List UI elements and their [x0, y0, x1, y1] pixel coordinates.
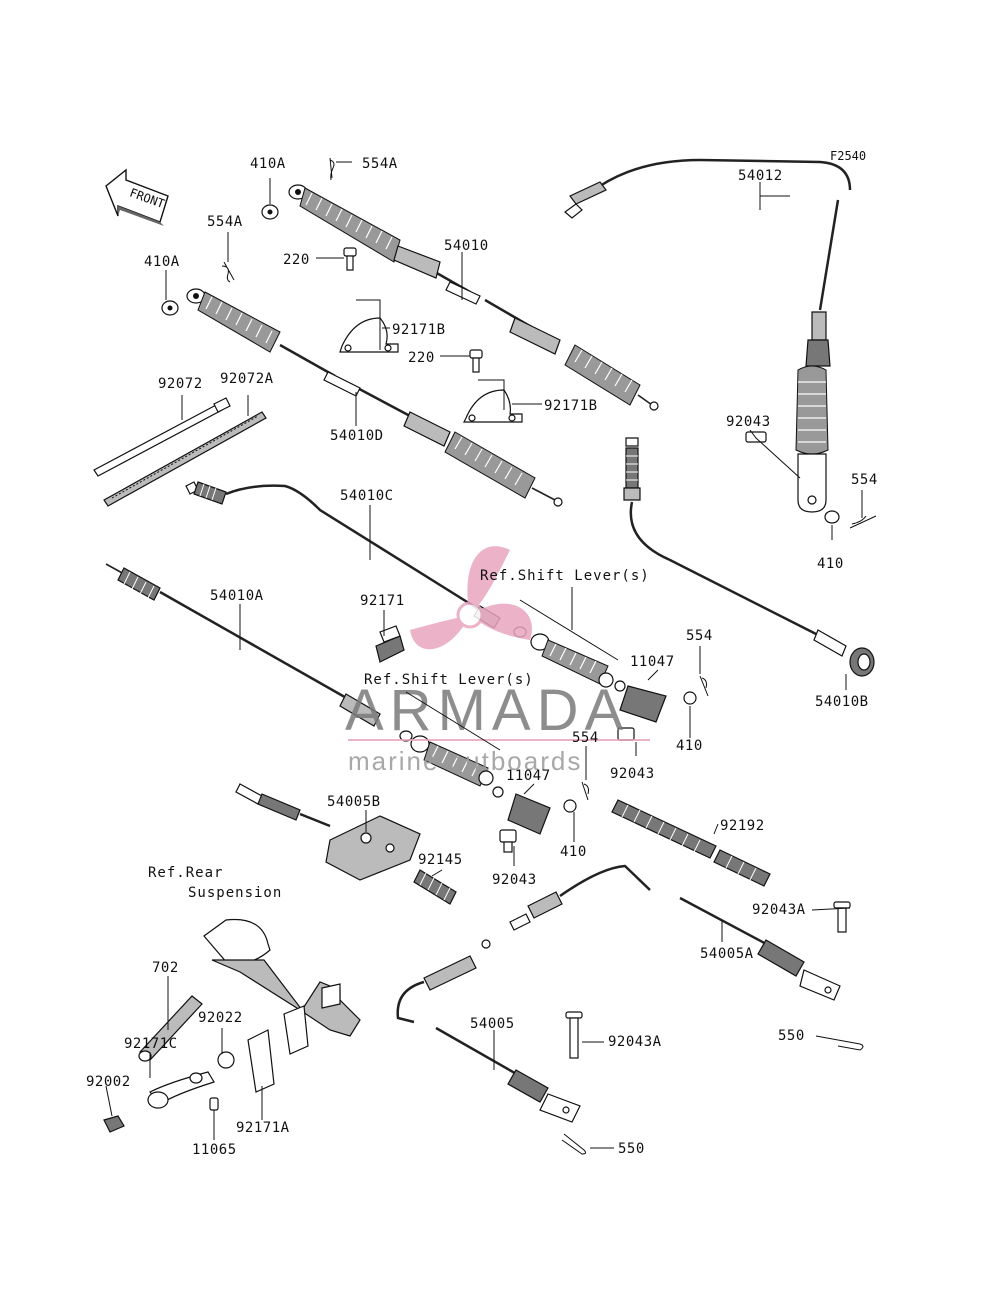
callout-92171b: 92171B	[392, 322, 446, 338]
bracket-54005b	[235, 783, 421, 881]
zip-tie-92072	[93, 397, 231, 477]
bolt-220-b	[469, 349, 483, 373]
cable-54010b	[623, 437, 875, 677]
bracket-92171b-b	[463, 389, 523, 423]
callout-554: 554	[851, 472, 878, 488]
clip-554a-left	[221, 261, 235, 283]
callout-220: 220	[283, 252, 310, 268]
callout-92043a: 92043A	[752, 902, 806, 918]
cable-54010d	[186, 288, 563, 507]
callout-554a: 554A	[362, 156, 398, 172]
callout-54005: 54005	[470, 1016, 515, 1032]
watermark-brand: ARMADA	[345, 678, 629, 743]
callout-92002: 92002	[86, 1074, 131, 1090]
rear-suspension-linkage	[203, 918, 361, 1093]
ref-shift-lever-2: Ref.Shift Lever(s)	[364, 672, 534, 688]
pin-11065	[209, 1097, 219, 1111]
sleeve-92192	[611, 799, 771, 887]
clip-92171	[375, 625, 405, 663]
zip-tie-92072a	[103, 411, 267, 507]
lever-92171c	[147, 1071, 215, 1109]
boot-54010d-right	[444, 431, 536, 499]
callout-410a: 410A	[250, 156, 286, 172]
boot-54010-right	[564, 344, 641, 406]
cable-54010a	[105, 563, 381, 727]
callout-11065: 11065	[192, 1142, 237, 1158]
callout-410: 410	[560, 844, 587, 860]
pin-92043a-a	[833, 901, 851, 933]
callout-54012: 54012	[738, 168, 783, 184]
callout-54010d: 54010D	[330, 428, 384, 444]
callout-92171b: 92171B	[544, 398, 598, 414]
callout-labels: 410A 554A 554A 410A 54010 220 92171B 220…	[86, 156, 878, 1158]
boot-54010d-left	[197, 291, 281, 353]
cable-54012	[564, 158, 852, 513]
callout-92072a: 92072A	[220, 371, 274, 387]
callout-92043: 92043	[726, 414, 771, 430]
callout-410a: 410A	[144, 254, 180, 270]
callout-554a: 554A	[207, 214, 243, 230]
callout-92043: 92043	[492, 872, 537, 888]
bolt-92002	[103, 1115, 125, 1133]
callout-410: 410	[676, 738, 703, 754]
callout-54005a: 54005A	[700, 946, 754, 962]
cable-54005a	[509, 864, 841, 1001]
callout-54010b: 54010B	[815, 694, 869, 710]
callout-702: 702	[152, 960, 179, 976]
ref-shift-lever-1: Ref.Shift Lever(s)	[480, 568, 650, 584]
washer-410a-top	[261, 204, 279, 220]
cable-54010	[288, 184, 659, 411]
callout-92171: 92171	[360, 593, 405, 609]
front-arrow-icon: FRONT	[105, 168, 169, 226]
leader-lines	[105, 161, 863, 1149]
callout-54005b: 54005B	[327, 794, 381, 810]
callout-92171a: 92171A	[236, 1120, 290, 1136]
callout-220: 220	[408, 350, 435, 366]
ref-rear-suspension-2: Suspension	[188, 885, 282, 901]
callout-554: 554	[686, 628, 713, 644]
callout-410: 410	[817, 556, 844, 572]
washer-92022	[217, 1051, 235, 1069]
callout-554: 554	[572, 730, 599, 746]
watermark-tagline: marine outboards	[348, 746, 582, 776]
cotter-550-a	[837, 1039, 864, 1051]
pipe-702	[138, 995, 203, 1062]
clip-554-r	[849, 515, 877, 529]
callout-92072: 92072	[158, 376, 203, 392]
ref-rear-suspension-1: Ref.Rear	[148, 865, 223, 881]
pin-92043-r	[745, 431, 767, 443]
spring-92145	[413, 869, 457, 905]
bracket-92171b-a	[339, 317, 399, 353]
callout-92171c: 92171C	[124, 1036, 178, 1052]
shift-lever-assembly-lower	[399, 730, 589, 853]
pin-92043a-b	[565, 1011, 583, 1059]
watermark: ARMADA marine outboards	[345, 546, 650, 776]
callout-92192: 92192	[720, 818, 765, 834]
washer-410a-left	[161, 300, 179, 316]
callout-92043a: 92043A	[608, 1034, 662, 1050]
boot-54012	[795, 365, 829, 455]
boot-54010-left	[299, 187, 401, 263]
callout-11047: 11047	[506, 768, 551, 784]
callout-92043: 92043	[610, 766, 655, 782]
cotter-550-b	[561, 1133, 587, 1155]
callout-54010a: 54010A	[210, 588, 264, 604]
figure-code: F2540	[830, 149, 866, 163]
callout-92145: 92145	[418, 852, 463, 868]
callout-550: 550	[618, 1141, 645, 1157]
cable-54005	[396, 939, 581, 1123]
washer-410-r	[824, 510, 840, 524]
callout-550: 550	[778, 1028, 805, 1044]
callout-54010: 54010	[444, 238, 489, 254]
callout-11047: 11047	[630, 654, 675, 670]
callout-92022: 92022	[198, 1010, 243, 1026]
callout-54010c: 54010C	[340, 488, 394, 504]
bolt-220-a	[343, 247, 357, 271]
clip-554a-top	[329, 157, 335, 181]
propeller-logo-icon	[410, 546, 532, 650]
